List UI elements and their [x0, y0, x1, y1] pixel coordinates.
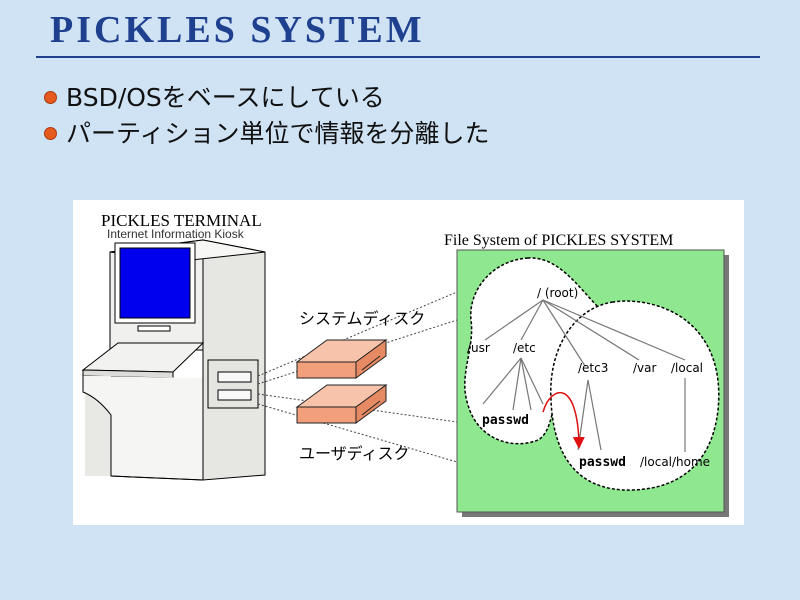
title-divider: [36, 56, 760, 58]
node-local-home: /local/home: [640, 455, 710, 469]
node-root: / (root): [537, 286, 578, 300]
kiosk-terminal-icon: [81, 239, 266, 481]
user-partition-area: [550, 300, 720, 491]
node-passwd-system: passwd: [482, 413, 529, 428]
kiosk-screen: [119, 247, 191, 319]
node-etc: /etc: [513, 341, 536, 355]
node-passwd-user: passwd: [579, 455, 626, 470]
node-etc3: /etc3: [578, 361, 608, 375]
bullet-text: パーティション単位で情報を分離した: [66, 119, 490, 148]
user-disk-icon: [295, 384, 388, 424]
slide-title: PICKLES SYSTEM: [50, 9, 425, 51]
copy-arrow: [542, 391, 585, 449]
bullet-dot-icon: [44, 91, 57, 104]
user-disk-label: ユーザディスク: [299, 444, 410, 463]
node-usr: /usr: [467, 341, 490, 355]
system-diagram: PICKLES TERMINAL Internet Information Ki…: [81, 211, 729, 517]
bullet-dot-icon: [44, 127, 57, 140]
bullet-item: パーティション単位で情報を分離した: [44, 116, 490, 152]
diagram-panel: PICKLES TERMINAL Internet Information Ki…: [73, 200, 744, 525]
bullet-text: BSD/OSをベースにしている: [66, 83, 385, 112]
node-local: /local: [671, 361, 703, 375]
system-disk-icon: [295, 339, 388, 379]
terminal-title: PICKLES TERMINAL: [101, 211, 262, 230]
bullet-list: BSD/OSをベースにしている パーティション単位で情報を分離した: [44, 80, 490, 152]
bullet-item: BSD/OSをベースにしている: [44, 80, 490, 116]
system-disk-label: システムディスク: [299, 309, 425, 328]
node-var: /var: [633, 361, 656, 375]
fs-title: File System of PICKLES SYSTEM: [444, 232, 673, 249]
terminal-subtitle: Internet Information Kiosk: [107, 227, 245, 241]
